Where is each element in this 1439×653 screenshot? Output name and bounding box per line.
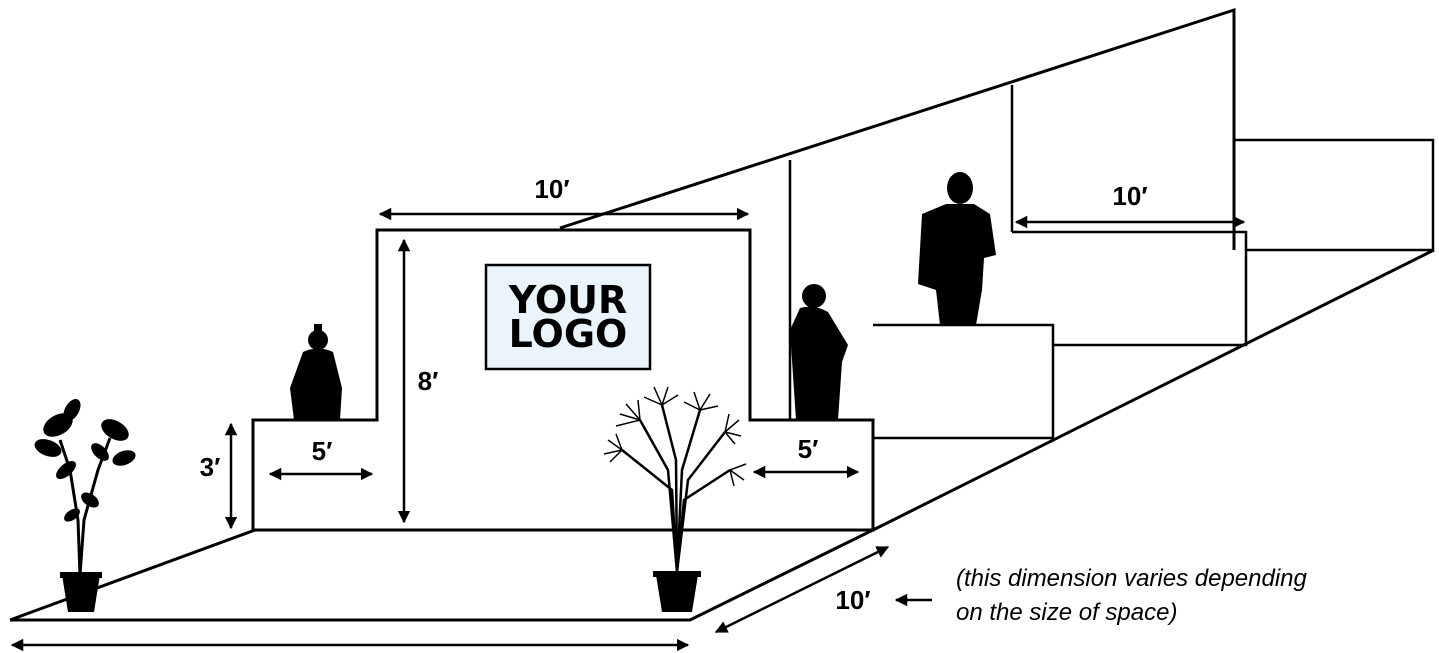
palm-plant-icon [603,386,747,612]
logo-line2: LOGO [509,312,628,356]
adjacent-booths [788,85,1435,440]
left-side-depth-label: 5′ [312,436,333,466]
booth-depth-arrow [714,545,890,634]
right-side-depth-label: 5′ [798,434,819,464]
next-booth-width-label: 10′ [1112,181,1147,211]
dimension-arrows [10,207,1246,652]
back-wall-width-label: 10′ [534,174,569,204]
booth-depth-label: 10′ [835,585,870,615]
back-wall-height-label: 8′ [418,366,439,396]
person-icon [290,324,342,420]
side-wall-height-label: 3′ [200,452,221,482]
person-icon [790,284,848,420]
note-line1: (this dimension varies depending [956,565,1308,592]
plant-icon [34,399,136,612]
person-icon [918,172,996,325]
note-line2: on the size of space) [956,599,1177,626]
logo-panel: YOUR LOGO [484,263,652,371]
logo-line1: YOUR [508,278,628,322]
